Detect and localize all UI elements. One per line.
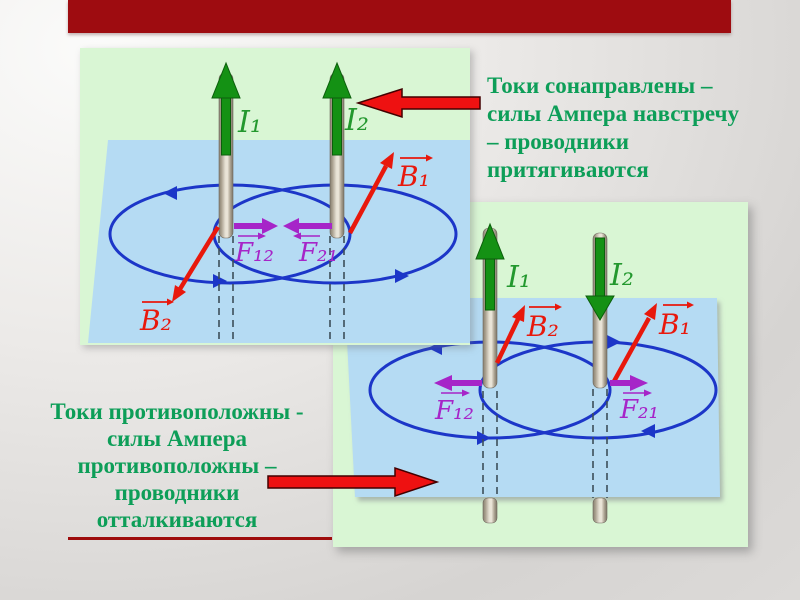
- force-label-f21: F₂₁: [619, 395, 659, 425]
- callout-arrow-right-icon: [267, 466, 440, 498]
- field-arrowhead: [641, 424, 655, 438]
- caption-line: силы Ампера: [106, 426, 248, 451]
- field-label-b2: B₂: [139, 304, 172, 337]
- caption-parallel: Токи сонаправлены – силы Ампера навстреч…: [487, 72, 787, 184]
- current-arrow-up-2: [322, 61, 352, 156]
- field-label-b1: B₁: [658, 308, 691, 341]
- current-arrow-up-1: [211, 61, 241, 156]
- force-arrow-f12: [234, 218, 278, 240]
- force-label-f12: F₁₂: [434, 396, 474, 426]
- diagram-antiparallel-currents-panel: I₁ I₂ B₂ B₁ F₁₂: [333, 202, 748, 547]
- current-label-i1: I₁: [237, 105, 262, 140]
- diagram-antiparallel-currents: I₁ I₂ B₂ B₁ F₁₂: [347, 222, 720, 524]
- field-arrowhead: [163, 186, 177, 200]
- force-label-f21: F₂₁: [298, 238, 338, 268]
- caption-line: противоположны –: [77, 453, 277, 478]
- title-bar: [68, 0, 731, 33]
- caption-underline: [68, 537, 332, 540]
- field-label-b1: B₁: [397, 160, 430, 193]
- caption-antiparallel: Токи противоположны - силы Ампера против…: [16, 398, 338, 533]
- caption-line: Токи сонаправлены –: [487, 73, 713, 98]
- force-arrow-f21: [283, 218, 332, 240]
- field-arrowhead: [477, 431, 491, 445]
- field-vector-b1: [348, 152, 433, 235]
- wire-1-below-plane: [482, 497, 498, 524]
- caption-line: Токи противоположны -: [50, 399, 304, 424]
- force-arrow-f21: [610, 375, 652, 397]
- caption-line: проводники: [114, 480, 240, 505]
- projection-dashed-lines: [218, 236, 345, 343]
- current-label-i2: I₂: [344, 103, 369, 138]
- field-label-b2: B₂: [526, 310, 559, 343]
- field-arrowhead: [607, 335, 621, 349]
- current-arrow-down-2: [585, 237, 615, 321]
- projection-dashed-lines: [482, 389, 608, 498]
- caption-line: – проводники: [487, 129, 629, 154]
- current-arrow-up-1: [475, 222, 505, 311]
- caption-line: силы Ампера навстречу: [487, 101, 739, 126]
- current-label-i1: I₁: [506, 260, 531, 295]
- force-arrow-f12: [434, 375, 482, 397]
- caption-line: притягиваются: [487, 157, 649, 182]
- force-label-f12: F₁₂: [234, 238, 274, 268]
- field-vector-b2: [142, 225, 220, 306]
- wire-2-below-plane: [592, 497, 608, 524]
- field-vector-b1: [610, 301, 694, 387]
- diagram-parallel-currents: I₁ I₂ F₁₂ F₂₁ B₁: [88, 61, 470, 343]
- caption-line: отталкиваются: [96, 507, 258, 532]
- field-vector-b2: [494, 303, 562, 364]
- field-arrowhead: [395, 269, 409, 283]
- field-arrowhead: [213, 274, 227, 288]
- current-label-i2: I₂: [609, 258, 634, 293]
- callout-arrow-left-icon: [355, 87, 481, 119]
